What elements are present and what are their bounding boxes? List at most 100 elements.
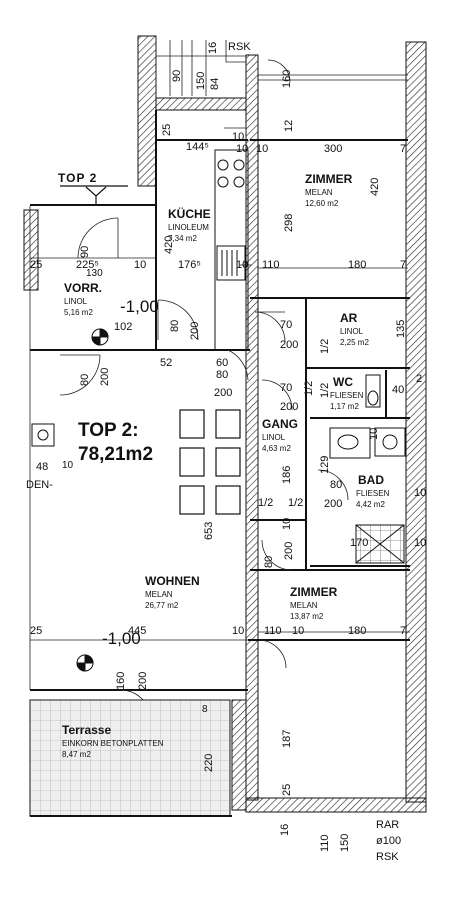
room-zimmer1-name: ZIMMER <box>305 172 353 186</box>
label-den: DEN- <box>26 479 53 491</box>
dim-label: 2 <box>416 373 422 385</box>
room-bad-material: FLIESEN <box>356 489 390 498</box>
room-terrasse-material: EINKORN BETONPLATTEN <box>62 739 164 748</box>
dim-label: 10 <box>414 487 426 499</box>
dim-label: 90 <box>171 70 183 82</box>
dim-label: 60 <box>216 357 228 369</box>
dim-label: 70 <box>280 319 292 331</box>
dim-label: 10 <box>236 143 248 155</box>
top-label: TOP 2 <box>58 171 97 185</box>
room-wohnen-material: MELAN <box>145 590 173 599</box>
room-zimmer2-material: MELAN <box>290 601 318 610</box>
apartment-labels: TOP 2 TOP 2: 78,21m2 -1,00 -1,00 RSK RAR… <box>26 41 401 863</box>
dim-label: 25 <box>30 625 42 637</box>
dim-label: 10 <box>232 625 244 637</box>
dim-label: 10 <box>256 143 268 155</box>
dim-label: 25 <box>281 784 293 796</box>
dim-label: 52 <box>160 357 172 369</box>
dim-label: 220 <box>203 754 215 772</box>
room-kueche-name: KÜCHE <box>168 206 211 221</box>
room-wohnen-name: WOHNEN <box>145 574 200 588</box>
dim-label: 150 <box>339 834 351 852</box>
dim-label: 170 <box>350 537 368 549</box>
dim-label: 16 <box>279 824 291 836</box>
room-ar-name: AR <box>340 311 358 325</box>
dim-label: 200 <box>324 498 342 510</box>
dim-label: 70 <box>280 382 292 394</box>
dim-label: 1/2 <box>303 381 315 396</box>
dim-label: 445 <box>128 625 146 637</box>
thin-lines <box>29 38 410 690</box>
dim-label: 110 <box>264 625 282 637</box>
dim-label: 225⁵ <box>76 259 99 271</box>
dim-label: 1/2 <box>288 497 303 509</box>
room-ar-area: 2,25 m2 <box>340 338 369 347</box>
dim-label: 150 <box>195 72 207 90</box>
dim-label: 200 <box>99 368 111 386</box>
level-label-2: -1,00 <box>102 629 141 648</box>
room-vorr-area: 5,16 m2 <box>64 308 93 317</box>
dim-label: 129 <box>319 456 331 474</box>
dim-label: 110 <box>319 834 331 852</box>
room-labels: ZIMMER MELAN 12,60 m2 KÜCHE LINOLEUM 7,3… <box>62 172 390 759</box>
dim-label: 7 <box>400 143 406 155</box>
room-zimmer1-material: MELAN <box>305 188 333 197</box>
dim-label: 10 <box>368 428 380 440</box>
level-marker <box>76 328 109 672</box>
dim-label: 10 <box>232 131 244 143</box>
dim-label: 298 <box>283 214 295 232</box>
entrance-marker <box>60 185 128 205</box>
room-terrasse-name: Terrasse <box>62 723 111 737</box>
dining-table <box>179 409 241 515</box>
kitchen-counter <box>214 149 249 351</box>
room-zimmer2-area: 13,87 m2 <box>290 612 324 621</box>
level-label-1: -1,00 <box>120 297 159 316</box>
dim-label: 135 <box>395 320 407 338</box>
dim-label: 80 <box>79 374 91 386</box>
dim-label: 200 <box>280 339 298 351</box>
room-wohnen-area: 26,77 m2 <box>145 601 179 610</box>
dim-label: 187 <box>281 730 293 748</box>
room-wc-name: WC <box>333 375 353 389</box>
dim-label: 300 <box>324 143 342 155</box>
dim-label: 1/2 <box>319 383 331 398</box>
dim-label: 420 <box>163 236 175 254</box>
room-gang-material: LINOL <box>262 433 286 442</box>
dim-label: 10 <box>414 537 426 549</box>
room-kueche-material: LINOLEUM <box>168 223 209 232</box>
dim-label: 10 <box>236 259 248 271</box>
dim-label: 25 <box>30 259 42 271</box>
dim-label: 10 <box>292 625 304 637</box>
dim-label: 200 <box>214 387 232 399</box>
wall-lines <box>30 110 410 691</box>
dim-label: 40 <box>392 384 404 396</box>
dim-label: 80 <box>169 320 181 332</box>
room-zimmer2-name: ZIMMER <box>290 585 338 599</box>
dim-label: 7 <box>400 625 406 637</box>
label-diameter: ø100 <box>376 835 401 847</box>
dim-label: 16 <box>207 42 219 54</box>
dim-label: 1/2 <box>319 339 331 354</box>
dim-label: 12 <box>283 120 295 132</box>
dim-label: 1/2 <box>258 497 273 509</box>
room-zimmer1-area: 12,60 m2 <box>305 199 339 208</box>
room-vorr-material: LINOL <box>64 297 88 306</box>
room-bad-name: BAD <box>358 473 384 487</box>
room-wc-material: FLIESEN <box>330 391 364 400</box>
room-gang-name: GANG <box>262 417 298 431</box>
dim-label: 176⁵ <box>178 259 201 271</box>
dim-label: 180 <box>348 625 366 637</box>
dim-label: 186 <box>281 466 293 484</box>
terrace-area <box>29 699 232 817</box>
dim-label: 102 <box>114 321 132 333</box>
room-kueche-area: 7,34 m2 <box>168 234 197 243</box>
exterior-walls <box>23 35 427 813</box>
room-gang-area: 4,63 m2 <box>262 444 291 453</box>
label-rsk-bottom: RSK <box>376 851 399 863</box>
dim-label: 7 <box>400 259 406 271</box>
dim-label: 80 <box>216 369 228 381</box>
dim-label: 160 <box>115 672 127 690</box>
dim-label: 200 <box>280 401 298 413</box>
apartment-area: 78,21m2 <box>78 444 153 465</box>
